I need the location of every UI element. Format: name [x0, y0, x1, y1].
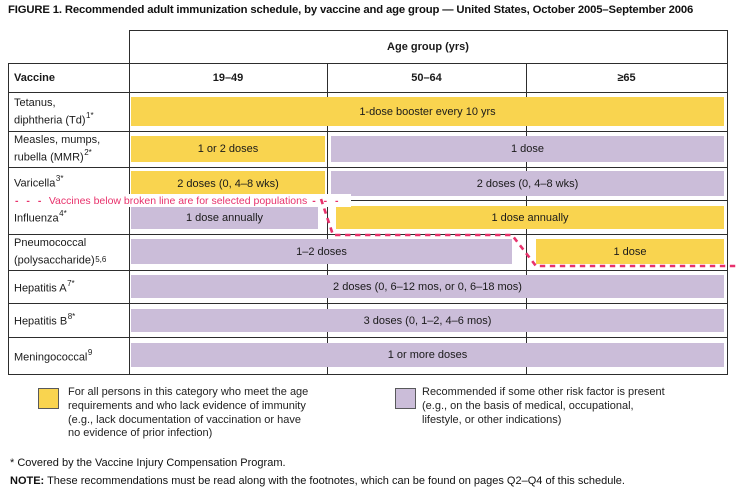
- footnote-note: NOTE: These recommendations must be read…: [10, 475, 625, 487]
- footnote-ref: 1*: [86, 110, 94, 120]
- border-line: [8, 131, 728, 132]
- legend-text-risk-factor: Recommended if some other risk factor is…: [422, 386, 732, 427]
- bar-text: 1–2 doses: [296, 245, 347, 258]
- legend-line: (e.g., on the basis of medical, occupati…: [422, 399, 634, 412]
- label-line: Hepatitis B8*: [14, 312, 76, 328]
- footnote-ref: 3*: [55, 174, 64, 184]
- bar-text: 1 or 2 doses: [197, 143, 259, 155]
- footnote-ref: 9: [87, 347, 93, 357]
- legend-text-for-all: For all persons in this category who mee…: [68, 386, 368, 441]
- broken-line-annotation: - - - Vaccines below broken line are for…: [10, 194, 352, 207]
- border-line: [8, 374, 728, 375]
- bar-meningococcal-all-ages: 1 or more doses: [131, 343, 724, 367]
- bar-hepatitis-b-all-ages: 3 doses (0, 1–2, 4–6 mos): [131, 309, 724, 332]
- dash-decoration: - - -: [312, 194, 342, 207]
- border-line: [8, 92, 728, 93]
- bar-influenza-50plus: 1 dose annually: [336, 206, 724, 229]
- bar-hepatitis-a-all-ages: 2 doses (0, 6–12 mos, or 0, 6–18 mos): [131, 275, 724, 298]
- bar-text: 2 doses (0, 4–8 wks): [476, 177, 579, 190]
- bar-text: 1 dose annually: [491, 211, 569, 224]
- bar-varicella-50plus: 2 doses (0, 4–8 wks): [331, 171, 724, 196]
- label-line: Pneumococcal: [14, 236, 87, 249]
- row-label-tetanus-diphtheria: Tetanus, diphtheria (Td)1*: [14, 92, 128, 131]
- legend-line: no evidence of prior infection): [68, 427, 213, 440]
- label-line: Meningococcal9: [14, 347, 93, 364]
- row-label-hepatitis-b: Hepatitis B8*: [14, 303, 128, 337]
- border-line: [129, 30, 728, 31]
- legend-swatch-for-all: [38, 388, 59, 409]
- row-label-pneumococcal: Pneumococcal (polysaccharide)5,6: [14, 233, 128, 270]
- bar-pneumococcal-65plus: 1 dose: [536, 239, 724, 264]
- bar-text: 1-dose booster every 10 yrs: [359, 105, 496, 118]
- footnote-ref: 7*: [67, 278, 75, 288]
- bar-pneumococcal-19-64: 1–2 doses: [131, 239, 512, 264]
- border-line: [8, 63, 728, 64]
- dash-decoration: - - -: [15, 194, 44, 207]
- legend-line: (e.g., lack documentation of vaccination…: [68, 413, 301, 426]
- border-line: [727, 30, 728, 375]
- border-line: [8, 337, 728, 338]
- column-header-50-64: 50–64: [411, 71, 442, 84]
- legend-swatch-risk-factor: [395, 388, 416, 409]
- row-label-hepatitis-a: Hepatitis A7*: [14, 270, 128, 303]
- legend-line: lifestyle, or other indications): [422, 413, 562, 426]
- label-line: Measles, mumps,: [14, 134, 101, 147]
- bar-text: 1 dose: [613, 245, 647, 258]
- border-line: [8, 303, 728, 304]
- label-line: diphtheria (Td)1*: [14, 110, 94, 127]
- bar-text: 1 dose: [510, 143, 545, 155]
- bar-text: 1 dose annually: [185, 212, 264, 224]
- label-line: Tetanus,: [14, 96, 56, 109]
- footnote-ref: 8*: [67, 312, 76, 322]
- label-line: Hepatitis A7*: [14, 278, 75, 295]
- age-group-header: Age group (yrs): [387, 40, 469, 53]
- border-line: [8, 167, 728, 168]
- row-label-influenza: Influenza4*: [14, 201, 128, 233]
- footnote-vicp: * Covered by the Vaccine Injury Compensa…: [10, 457, 286, 469]
- legend-line: For all persons in this category who mee…: [68, 386, 309, 398]
- legend-line: requirements and who lack evidence of im…: [68, 399, 306, 412]
- figure-title: FIGURE 1. Recommended adult immunization…: [8, 4, 694, 16]
- bar-text: 3 doses (0, 1–2, 4–6 mos): [363, 314, 492, 327]
- column-header-19-49: 19–49: [212, 71, 244, 84]
- bar-text: 1 or more doses: [387, 349, 468, 361]
- footnote-ref: 4*: [59, 209, 67, 219]
- bar-text: 2 doses (0, 4–8 wks): [177, 177, 279, 190]
- bar-influenza-19-49: 1 dose annually: [131, 207, 318, 229]
- note-text: These recommendations must be read along…: [44, 475, 625, 487]
- border-line: [327, 200, 728, 201]
- footnote-ref: 5,6: [95, 254, 107, 264]
- bar-text: 2 doses (0, 6–12 mos, or 0, 6–18 mos): [333, 280, 522, 293]
- row-label-mmr: Measles, mumps, rubella (MMR)2*: [14, 131, 128, 167]
- border-line: [8, 63, 9, 375]
- label-line: Varicella3*: [14, 174, 64, 190]
- border-line: [8, 270, 728, 271]
- bar-varicella-19-49: 2 doses (0, 4–8 wks): [131, 171, 325, 196]
- note-label: NOTE:: [10, 475, 45, 487]
- legend-line: Recommended if some other risk factor is…: [422, 386, 665, 398]
- row-label-meningococcal: Meningococcal9: [14, 337, 128, 374]
- bar-mmr-19-49: 1 or 2 doses: [131, 136, 325, 162]
- column-header-65plus: ≥65: [617, 71, 636, 84]
- label-line: (polysaccharide)5,6: [14, 254, 107, 267]
- vaccine-column-header: Vaccine: [14, 71, 55, 84]
- annotation-text: Vaccines below broken line are for selec…: [48, 194, 308, 207]
- bar-td-all-ages: 1-dose booster every 10 yrs: [131, 97, 724, 126]
- footnote-ref: 2*: [84, 148, 92, 158]
- label-line: rubella (MMR)2*: [14, 148, 92, 164]
- row-label-varicella: Varicella3*: [14, 167, 128, 197]
- bar-mmr-50plus: 1 dose: [331, 136, 724, 162]
- label-line: Influenza4*: [14, 209, 67, 225]
